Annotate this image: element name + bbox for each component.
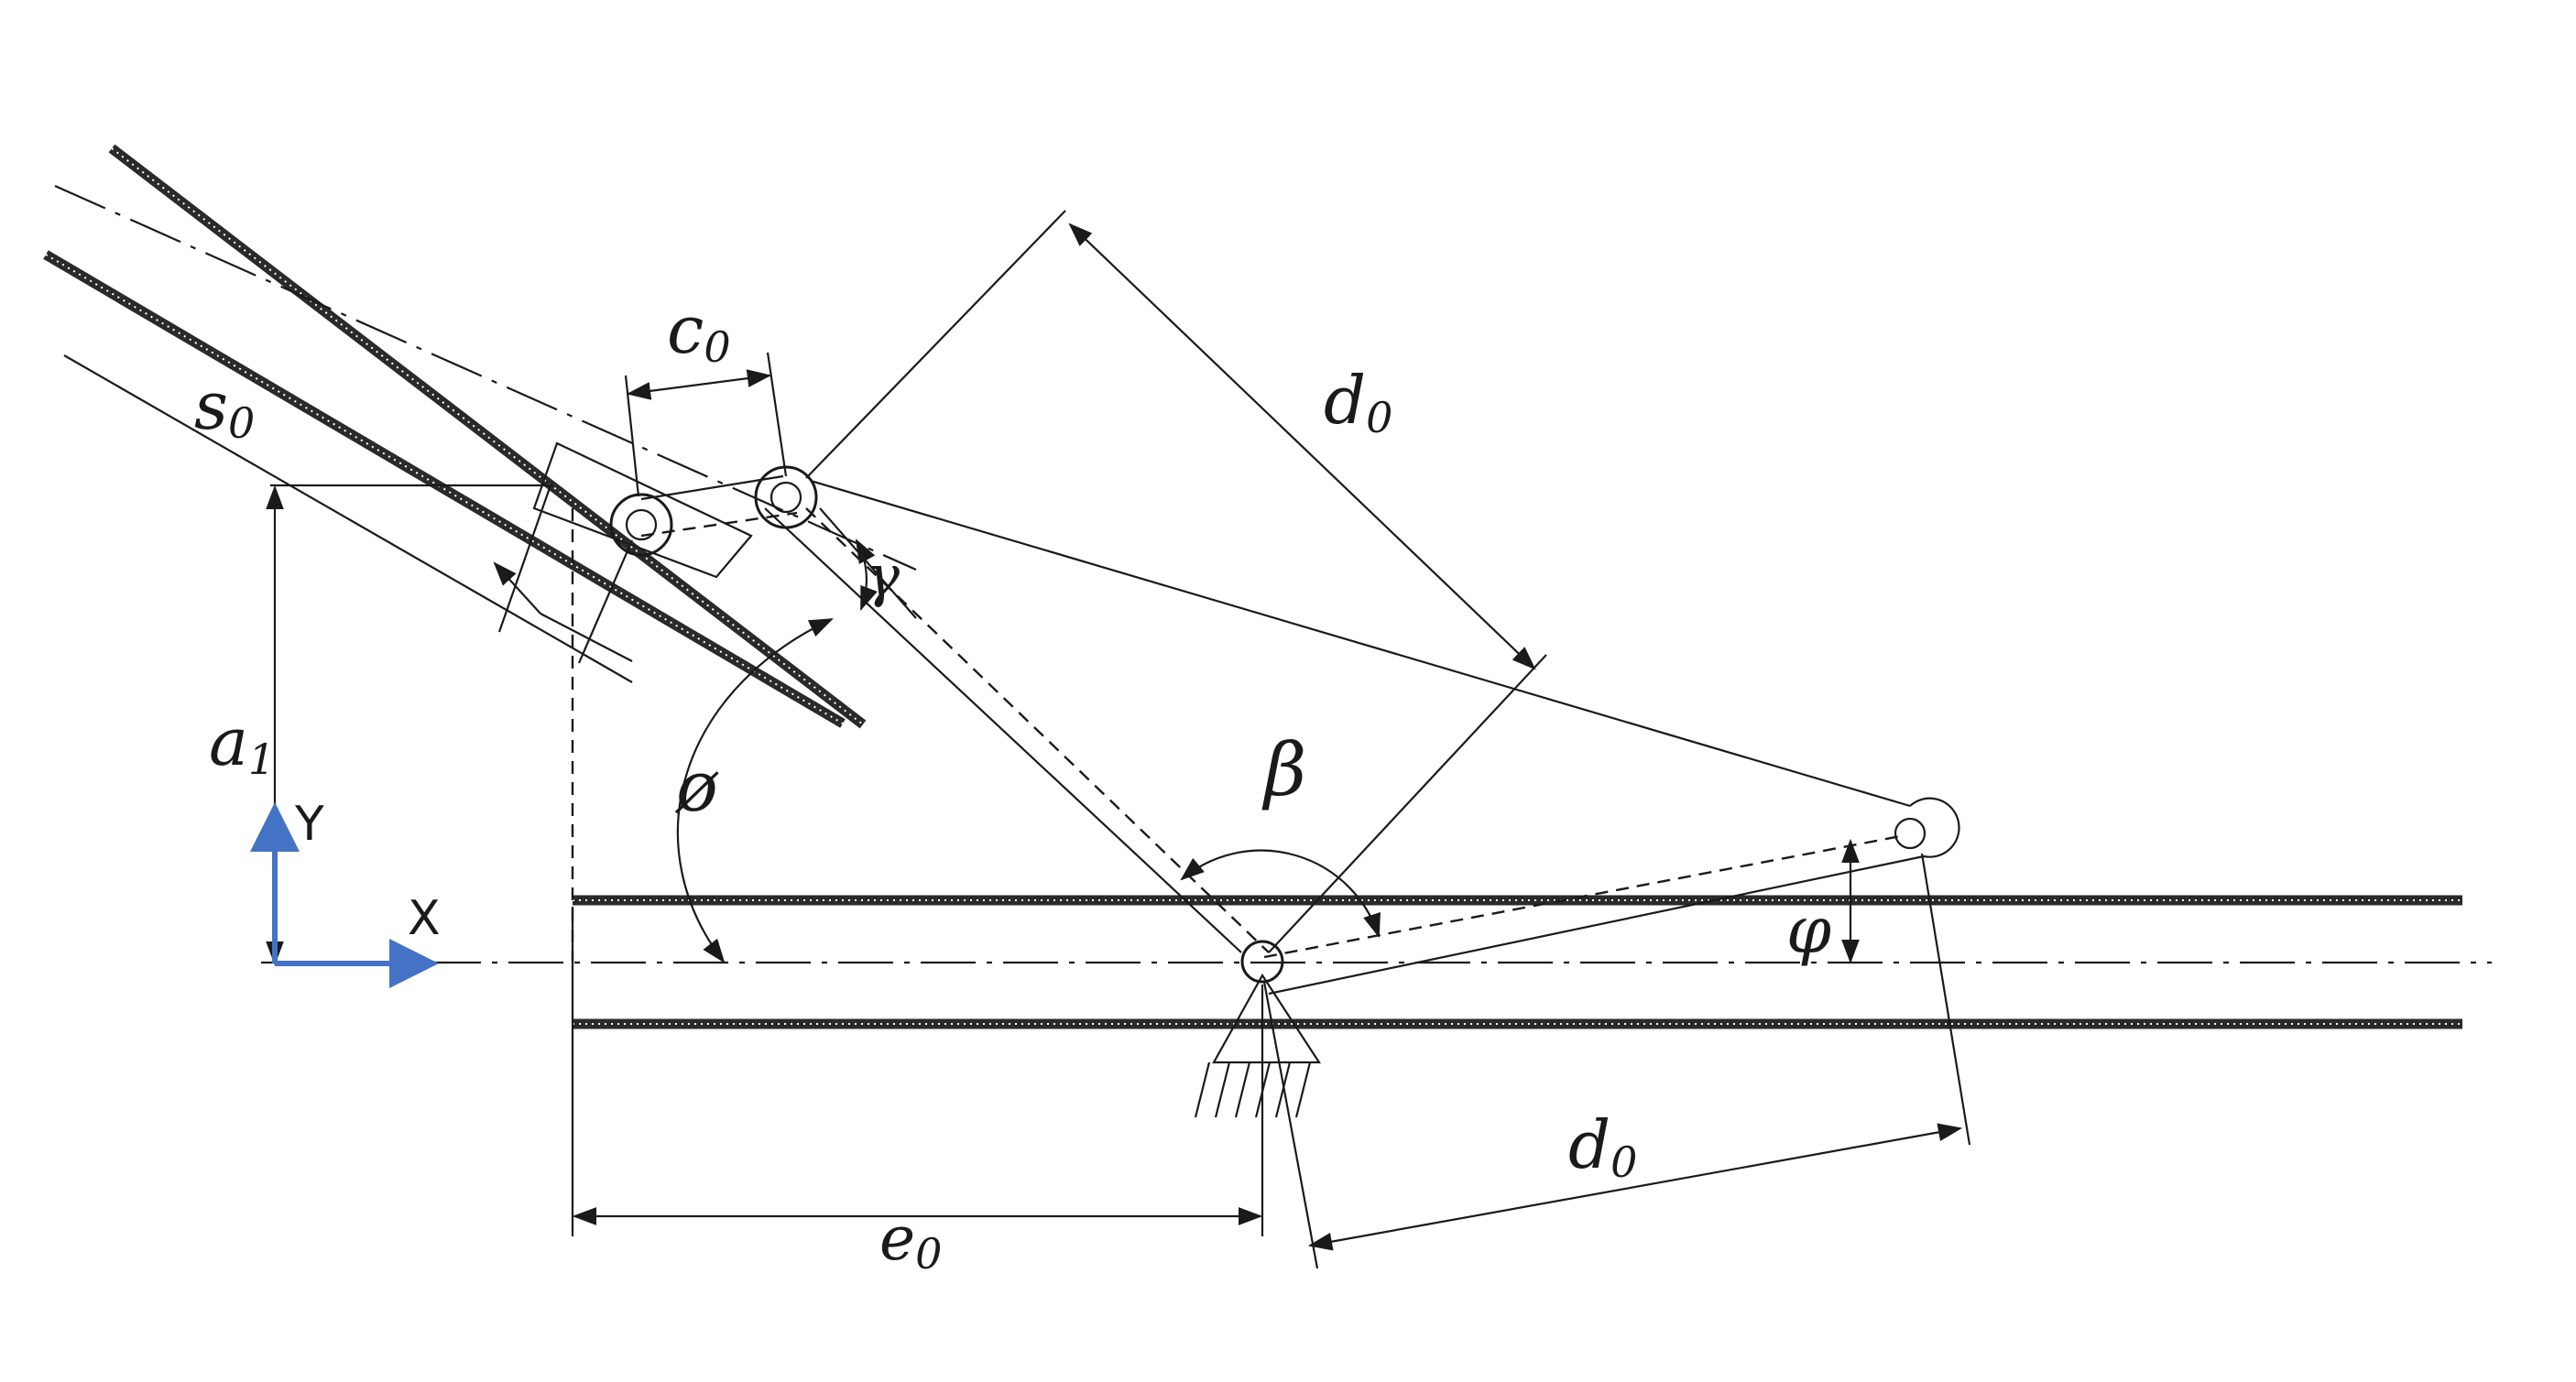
label-c0: c0 [667, 291, 731, 372]
joint-pins [609, 465, 1927, 984]
diagram-labels: s0 c0 d0 d0 e0 a1 γ β ø φ [194, 291, 1831, 1279]
link-upper-to-pivot [764, 507, 1242, 953]
label-d0-bottom: d0 [1568, 1106, 1637, 1187]
inclined-guide [43, 144, 917, 729]
dimension-s0 [63, 354, 634, 683]
dimension-c0 [624, 352, 788, 497]
inclined-centerline [54, 184, 917, 571]
dimension-d0-top [805, 210, 1547, 953]
y-axis-label: Y [294, 797, 324, 852]
slider-pin [609, 493, 673, 557]
ground-pivot [1240, 940, 1284, 984]
angle-marks [676, 539, 1860, 964]
horizontal-guide [261, 895, 2492, 1029]
x-axis-label: X [408, 891, 441, 946]
label-a1: a1 [209, 703, 275, 784]
label-s0: s0 [194, 367, 255, 448]
dimension-d0-bottom [1262, 853, 1971, 1269]
ground-support [1194, 973, 1322, 1118]
label-phi-slash: ø [674, 745, 719, 827]
dimension-e0 [571, 907, 1264, 1236]
upper-pin [754, 465, 818, 529]
label-e0: e0 [879, 1203, 942, 1279]
coordinate-axes: X Y [250, 797, 441, 988]
slider-block [532, 441, 753, 579]
label-phi: φ [1786, 893, 1831, 968]
link-pivot-to-right [1268, 854, 1925, 996]
label-beta: β [1261, 727, 1306, 812]
label-d0-top: d0 [1324, 362, 1392, 442]
label-gamma: γ [866, 542, 901, 609]
right-pin [1894, 817, 1927, 850]
link-upper-to-right [810, 479, 1911, 808]
